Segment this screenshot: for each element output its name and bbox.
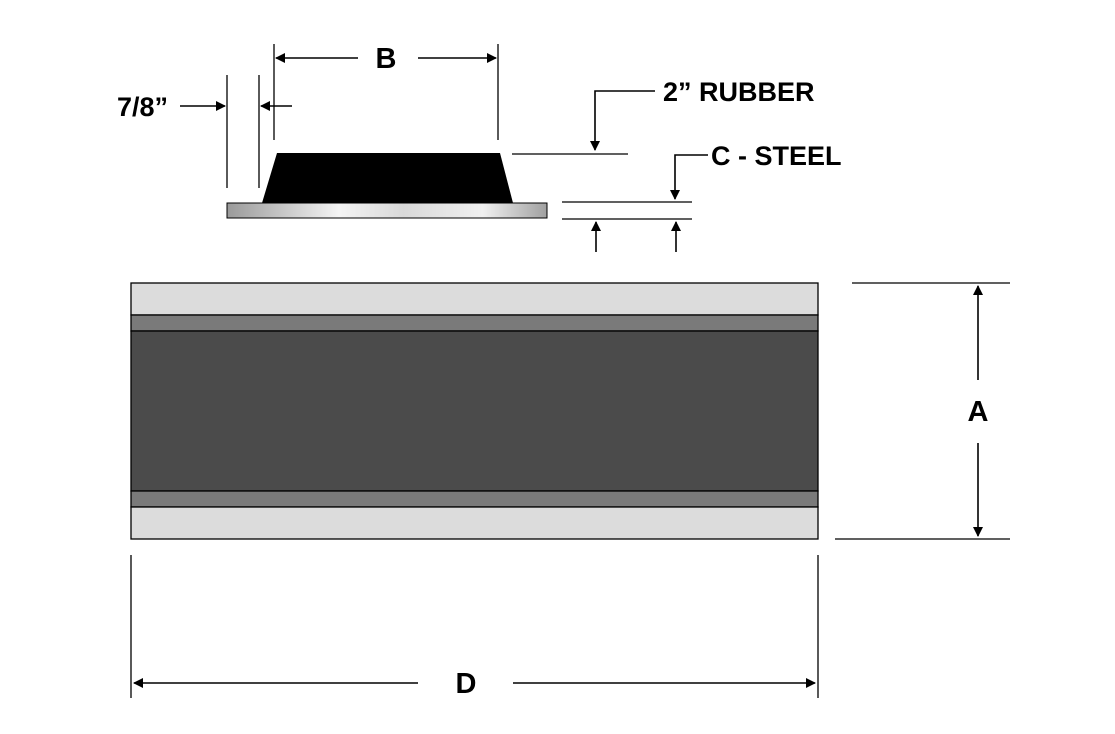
outer-band-top (130, 282, 819, 316)
a-label: A (968, 396, 989, 428)
rubber-label: 2” RUBBER (663, 77, 815, 107)
steel-label: C - STEEL (711, 141, 842, 171)
mid-band-top (130, 314, 819, 332)
dimension-a: A (835, 282, 1010, 540)
dimension-b: B (273, 43, 499, 140)
rubber-leader (590, 90, 655, 151)
side-profile (226, 153, 548, 219)
mid-band-bottom (130, 490, 819, 508)
d-label: D (456, 668, 477, 700)
rubber-profile (262, 153, 513, 203)
dimension-fraction: 7/8” (117, 75, 292, 188)
rubber-callout: 2” RUBBER (512, 77, 815, 155)
outer-band-bottom (130, 506, 819, 540)
dimension-d: D (130, 555, 819, 700)
b-label: B (376, 43, 397, 75)
fraction-label: 7/8” (117, 92, 168, 122)
steel-leader (670, 154, 708, 200)
steel-plate-profile (226, 202, 548, 219)
plan-view (130, 282, 819, 540)
rubber-core (130, 330, 819, 492)
steel-callout: C - STEEL (562, 141, 842, 252)
